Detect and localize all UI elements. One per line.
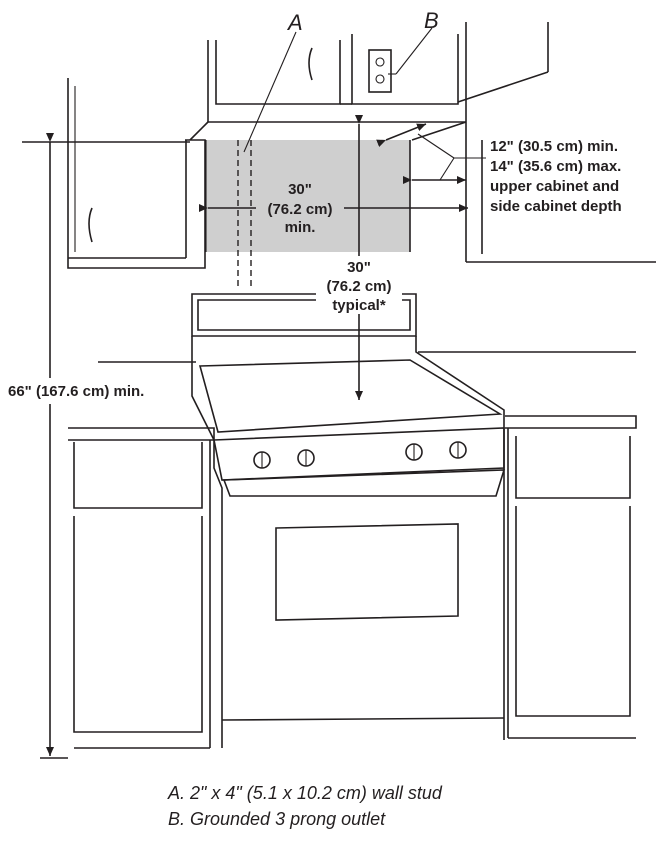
legend-item-b: B. Grounded 3 prong outlet — [168, 809, 386, 829]
overall-height-dimension — [22, 133, 190, 759]
upper-cabinet — [189, 22, 467, 141]
depth-desc-label: side cabinet depth — [490, 198, 622, 215]
width-value-label: 30" — [288, 181, 312, 198]
left-wall-cabinet — [67, 78, 206, 269]
overall-height-label: 66" (167.6 cm) min. — [8, 383, 144, 400]
callout-a-leader — [243, 31, 297, 153]
depth-min-label: 12" (30.5 cm) min. — [490, 138, 618, 155]
depth-max-label: 14" (35.6 cm) max. — [490, 158, 621, 175]
callout-b-leader — [395, 27, 433, 75]
depth-dimension — [376, 123, 486, 184]
width-metric-label: (76.2 cm) — [267, 201, 332, 218]
legend: A. 2" x 4" (5.1 x 10.2 cm) wall stud B. … — [168, 780, 442, 832]
height-metric-label: (76.2 cm) — [326, 278, 391, 295]
height-qualifier-label: typical* — [332, 297, 386, 314]
countertops — [68, 351, 637, 441]
depth-desc-label: upper cabinet and — [490, 178, 619, 195]
height-label-bg — [316, 256, 402, 314]
outlet-icon — [368, 49, 392, 93]
right-base-cabinet — [507, 428, 636, 739]
legend-item-a: A. 2" x 4" (5.1 x 10.2 cm) wall stud — [168, 783, 442, 803]
height-value-label: 30" — [347, 259, 371, 276]
cabinet-handle-icon — [88, 207, 93, 243]
width-label-bg — [256, 176, 344, 236]
knob-icon — [253, 451, 271, 469]
callout-b: B — [424, 8, 439, 33]
installation-diagram: A B — [6, 8, 656, 759]
knob-icon — [449, 441, 467, 459]
wall-stud — [237, 140, 252, 286]
right-cabinets — [457, 22, 656, 263]
knob-icon — [405, 443, 423, 461]
cabinet-handle-icon — [308, 47, 313, 81]
width-qualifier-label: min. — [285, 219, 316, 236]
callout-a: A — [286, 10, 303, 35]
left-base-cabinet — [73, 440, 211, 749]
knob-icon — [297, 449, 315, 467]
range — [191, 293, 506, 748]
